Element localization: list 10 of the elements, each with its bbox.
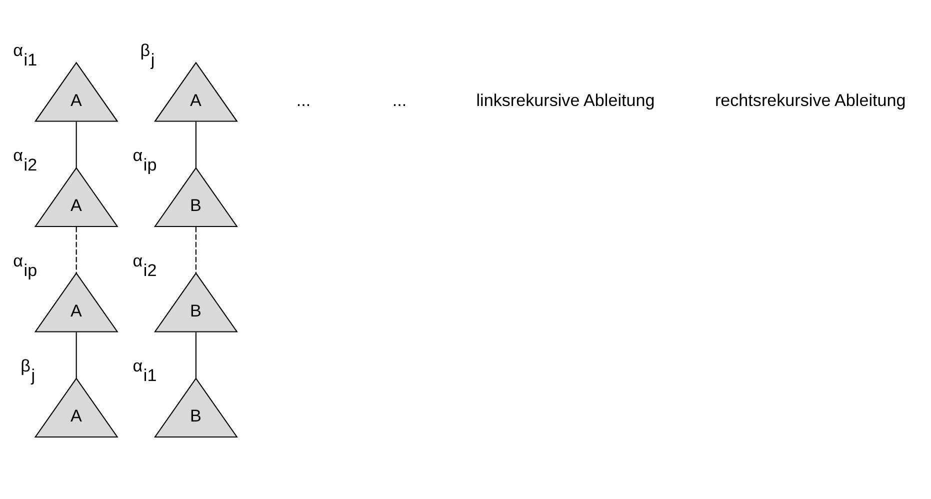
label: ... <box>296 90 311 110</box>
connector <box>195 332 196 378</box>
connector <box>76 332 77 378</box>
label: linksrekursive Ableitung <box>476 90 655 110</box>
connector <box>195 226 196 273</box>
label: rechtsrekursive Ableitung <box>714 90 906 110</box>
label: ... <box>392 90 407 110</box>
connector <box>76 226 77 273</box>
connector <box>195 121 196 168</box>
connector <box>76 121 77 168</box>
